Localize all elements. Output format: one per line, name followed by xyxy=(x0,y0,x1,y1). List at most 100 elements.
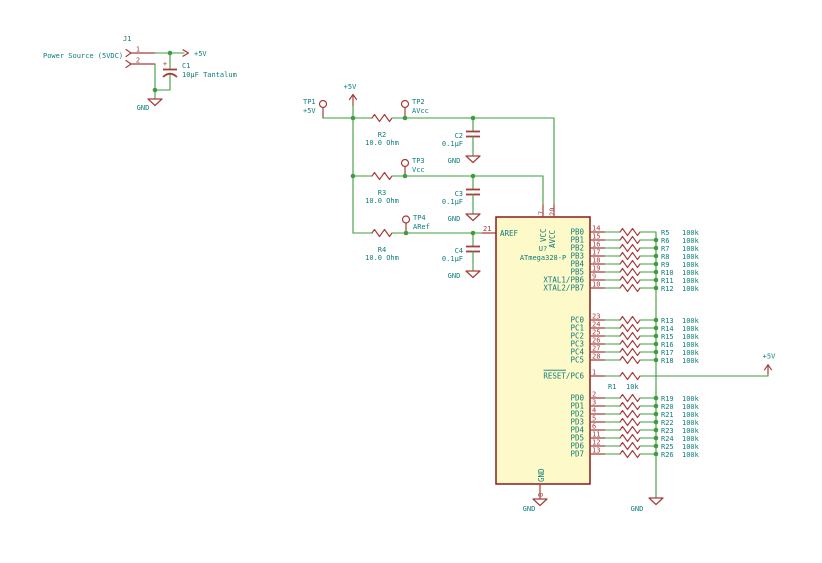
pin-name: RESET/PC6 xyxy=(543,372,584,381)
resistor-value: 100k xyxy=(682,443,700,451)
junction-dot xyxy=(350,173,356,179)
resistor-ref: R14 xyxy=(661,325,674,333)
resistor-symbol xyxy=(619,235,641,245)
pin1-number: 1 xyxy=(136,46,140,54)
resistor-ref: R26 xyxy=(661,451,674,459)
pin-name: PD6 xyxy=(570,442,584,451)
pin-name: PD4 xyxy=(570,426,584,435)
pin-name: PC2 xyxy=(570,332,584,341)
plus5v-net-label: +5V xyxy=(194,50,207,58)
resistor-ref: R9 xyxy=(661,261,669,269)
gnd-symbol xyxy=(648,497,664,506)
pin-number: 14 xyxy=(592,225,600,233)
capacitor-plus-mark: + xyxy=(163,60,167,68)
capacitor-value: 0.1µF xyxy=(442,198,463,206)
pulldown-bus: GND xyxy=(631,231,664,513)
pin-name: PC1 xyxy=(570,324,584,333)
resistor-symbol xyxy=(371,228,393,238)
gnd-label: GND xyxy=(631,505,644,513)
resistor-ref: R25 xyxy=(661,443,674,451)
plus5v-net-label: +5V xyxy=(763,353,776,361)
pin-name: PB0 xyxy=(570,228,584,237)
pin-number: 17 xyxy=(592,249,600,257)
pin-name: PC3 xyxy=(570,340,584,349)
pin-name: PB3 xyxy=(570,252,584,261)
resistor-symbol xyxy=(619,347,641,357)
connector-pin1-icon xyxy=(125,48,132,58)
junction-dot xyxy=(402,173,408,179)
resistor-symbol xyxy=(619,409,641,419)
resistor-value: 100k xyxy=(682,341,700,349)
power-input-section: J1 Power Source (5VDC) 1 2 +5V + C1 10µF… xyxy=(43,35,237,112)
resistor-ref: R20 xyxy=(661,403,674,411)
capacitor-ref: C2 xyxy=(455,132,463,140)
resistor-symbol xyxy=(619,275,641,285)
pin-number: 19 xyxy=(592,265,600,273)
pin-number: 16 xyxy=(592,241,600,249)
resistor-symbol xyxy=(619,371,641,381)
resistor-value: 100k xyxy=(682,349,700,357)
pin-number: 28 xyxy=(592,353,600,361)
ic-body xyxy=(495,216,591,485)
resistor-symbol xyxy=(619,393,641,403)
testpoint-ref: TP2 xyxy=(412,98,425,106)
resistor-symbol xyxy=(619,267,641,277)
resistor-value: 100k xyxy=(682,245,700,253)
resistor-value: 100k xyxy=(682,333,700,341)
aref-row: TP4 ARef R4 10.0 Ohm GND C4 0.1µF xyxy=(352,214,497,280)
pin-name: PD1 xyxy=(570,402,584,411)
junction-dot xyxy=(403,230,409,236)
connector-description: Power Source (5VDC) xyxy=(43,52,123,60)
pin-number: 8 xyxy=(537,493,545,497)
capacitor-polarized-plate xyxy=(162,72,178,78)
resistor-value: 10.0 Ohm xyxy=(365,139,399,147)
capacitor-ref: C3 xyxy=(455,190,463,198)
pin-number: 24 xyxy=(592,321,600,329)
pin-number: 25 xyxy=(592,329,600,337)
resistor-value: 100k xyxy=(682,237,700,245)
resistor-value: 100k xyxy=(682,435,700,443)
capacitor-value: 10µF Tantalum xyxy=(182,71,237,79)
testpoint-circle xyxy=(400,158,410,168)
resistor-value: 100k xyxy=(682,253,700,261)
resistor-value: 100k xyxy=(682,277,700,285)
resistor-symbol xyxy=(619,315,641,325)
testpoint-net: +5V xyxy=(303,107,316,115)
pin-number: 15 xyxy=(592,233,600,241)
resistor-symbol xyxy=(619,339,641,349)
resistor-value: 100k xyxy=(682,357,700,365)
resistor-value: 10.0 Ohm xyxy=(365,254,399,262)
avcc-row: TP1 +5V TP2 AVcc R2 10.0 Ohm GND C2 0.1µ… xyxy=(303,98,555,206)
resistor-value: 100k xyxy=(682,403,700,411)
resistor-ref: R21 xyxy=(661,411,674,419)
resistor-symbol xyxy=(619,243,641,253)
pin-number: 20 xyxy=(549,208,557,216)
pin-name: GND xyxy=(537,468,546,482)
resistor-ref: R18 xyxy=(661,357,674,365)
plus5v-arrow-icon xyxy=(763,364,773,371)
pin-number: 9 xyxy=(592,273,596,281)
testpoint-ref: TP4 xyxy=(413,214,426,222)
testpoint-ref: TP3 xyxy=(412,157,425,165)
pin-number: 7 xyxy=(538,211,546,215)
pin-name: AVCC xyxy=(548,230,557,248)
resistor-ref: R2 xyxy=(378,131,386,139)
pin-number: 10 xyxy=(592,281,600,289)
capacitor-ref: C1 xyxy=(182,62,190,70)
resistor-value: 100k xyxy=(682,395,700,403)
pin-name: AREF xyxy=(500,229,519,238)
pin-number: 4 xyxy=(592,407,596,415)
junction-dot xyxy=(402,115,408,121)
resistor-value: 100k xyxy=(682,317,700,325)
pin-number: 18 xyxy=(592,257,600,265)
resistor-ref: R8 xyxy=(661,253,669,261)
resistor-value: 100k xyxy=(682,451,700,459)
gnd-label: GND xyxy=(448,272,461,280)
resistor-ref: R7 xyxy=(661,245,669,253)
